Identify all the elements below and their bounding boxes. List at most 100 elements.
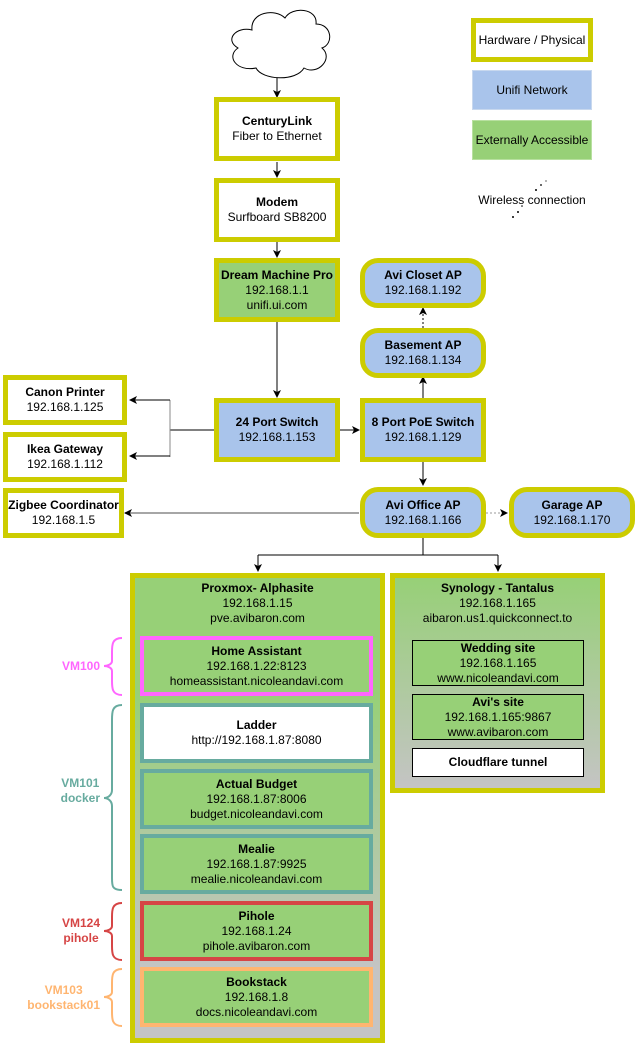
vm-home-assistant[interactable]: Home Assistant 192.168.1.22:8123 homeass… (140, 636, 373, 696)
vm-mealie[interactable]: Mealie 192.168.1.87:9925 mealie.nicolean… (140, 834, 373, 894)
vm-url: http://192.168.1.87:8080 (191, 733, 322, 747)
node-ip: 192.168.1.125 (26, 400, 104, 414)
node-ikea-gateway[interactable]: Ikea Gateway 192.168.1.112 (3, 432, 127, 482)
node-ip: 192.168.1.134 (384, 353, 462, 367)
node-title: Canon Printer (25, 385, 105, 399)
legend-unifi-label: Unifi Network (496, 83, 568, 97)
node-title: CenturyLink (241, 114, 312, 128)
service-cloudflare-tunnel[interactable]: Cloudflare tunnel (412, 748, 584, 777)
node-ip: 192.168.1.15 (222, 596, 293, 610)
node-ip: 192.168.1.166 (384, 512, 462, 527)
vm-ip: 192.168.1.8 (224, 989, 289, 1004)
wireless-legend-icon (512, 180, 547, 218)
cloud-icon (231, 9, 331, 79)
node-modem[interactable]: Modem Surfboard SB8200 (214, 178, 340, 242)
node-title: 24 Port Switch (235, 415, 319, 429)
node-ip: 192.168.1.112 (27, 457, 103, 471)
service-title: Avi's site (472, 694, 524, 709)
legend-wireless-label: Wireless connection (478, 193, 586, 207)
node-title: Garage AP (541, 497, 603, 512)
node-title: Synology - Tantalus (440, 581, 555, 595)
vm-ip: 192.168.1.22:8123 (206, 658, 307, 673)
vm-title: Bookstack (226, 974, 287, 989)
vm-id: VM124 (61, 916, 100, 930)
node-detail: Surfboard SB8200 (227, 210, 327, 224)
node-avi-office-ap[interactable]: Avi Office AP 192.168.1.166 (360, 487, 486, 538)
node-basement-ap[interactable]: Basement AP 192.168.1.134 (360, 328, 486, 378)
node-title: Dream Machine Pro (220, 267, 334, 282)
node-title: Avi Office AP (385, 497, 461, 512)
node-ip: 192.168.1.153 (238, 430, 316, 444)
node-ip: 192.168.1.1 (245, 282, 309, 297)
vm-pihole[interactable]: Pihole 192.168.1.24 pihole.avibaron.com (140, 901, 373, 961)
node-ip: 192.168.1.170 (533, 512, 611, 527)
node-title: Ikea Gateway (26, 442, 104, 456)
node-url: aibaron.us1.quickconnect.to (422, 611, 573, 625)
node-title: Zigbee Coordinator (8, 498, 119, 512)
vm-title: Pihole (238, 908, 275, 923)
service-wedding-site[interactable]: Wedding site 192.168.1.165 www.nicoleand… (412, 640, 584, 686)
node-detail: Fiber to Ethernet (232, 129, 322, 143)
vm-title: Mealie (238, 841, 275, 856)
legend-external-label: Externally Accessible (475, 133, 589, 147)
node-ip: 192.168.1.192 (384, 283, 462, 297)
legend-hardware-label: Hardware / Physical (478, 33, 586, 47)
node-url: pve.avibaron.com (210, 611, 305, 625)
node-avi-closet-ap[interactable]: Avi Closet AP 192.168.1.192 (360, 258, 486, 308)
vm-bookstack[interactable]: Bookstack 192.168.1.8 docs.nicoleandavi.… (140, 967, 373, 1027)
node-centurylink[interactable]: CenturyLink Fiber to Ethernet (214, 97, 340, 161)
node-canon-printer[interactable]: Canon Printer 192.168.1.125 (3, 375, 127, 425)
service-ip: 192.168.1.165 (459, 655, 537, 670)
vm-hostname: bookstack01 (27, 998, 100, 1012)
node-zigbee-coordinator[interactable]: Zigbee Coordinator 192.168.1.5 (3, 488, 124, 538)
vm-hostname: pihole (63, 931, 99, 945)
node-title: Proxmox- Alphasite (201, 581, 314, 595)
vm-id: VM100 (61, 659, 100, 673)
vm103-brace (103, 968, 123, 1027)
vm-url: mealie.nicoleandavi.com (190, 871, 323, 886)
vm-ip: 192.168.1.87:9925 (206, 856, 307, 871)
node-title: 8 Port PoE Switch (371, 415, 475, 429)
vm-url: pihole.avibaron.com (202, 938, 311, 953)
vm100-brace (103, 637, 123, 696)
service-title: Wedding site (460, 640, 536, 655)
legend-unifi: Unifi Network (472, 70, 592, 110)
node-title: Basement AP (384, 338, 462, 352)
vm103-label: VM103 bookstack01 (27, 983, 100, 1013)
vm-url: budget.nicoleandavi.com (190, 806, 323, 821)
node-title: Modem (256, 195, 298, 209)
node-8-port-poe-switch[interactable]: 8 Port PoE Switch 192.168.1.129 (360, 398, 486, 462)
vm-ip: 192.168.1.24 (221, 923, 292, 938)
node-url: unifi.ui.com (246, 297, 308, 312)
vm101-brace (103, 704, 123, 891)
service-ip: 192.168.1.165:9867 (444, 709, 552, 724)
node-ip: 192.168.1.129 (384, 430, 462, 444)
vm-title: Home Assistant (211, 643, 302, 658)
vm-title: Ladder (236, 718, 277, 732)
node-ip: 192.168.1.5 (31, 513, 96, 527)
node-garage-ap[interactable]: Garage AP 192.168.1.170 (509, 487, 635, 538)
vm100-label: VM100 (62, 659, 100, 674)
vm124-brace (103, 902, 123, 961)
vm-id: VM103 (44, 983, 83, 997)
vm-url: docs.nicoleandavi.com (195, 1004, 318, 1019)
service-url: www.avibaron.com (447, 724, 549, 739)
vm-title: Actual Budget (215, 776, 298, 791)
vm124-label: VM124 pihole (62, 916, 100, 946)
vm-url: homeassistant.nicoleandavi.com (169, 673, 344, 688)
node-title: Avi Closet AP (384, 268, 462, 282)
legend-hardware: Hardware / Physical (471, 18, 593, 62)
vm-id: VM101 (61, 776, 100, 790)
service-title: Cloudflare tunnel (448, 755, 548, 769)
vm-hostname: docker (60, 791, 100, 805)
service-url: www.nicoleandavi.com (437, 670, 559, 685)
service-avis-site[interactable]: Avi's site 192.168.1.165:9867 www.avibar… (412, 694, 584, 740)
vm-actual-budget[interactable]: Actual Budget 192.168.1.87:8006 budget.n… (140, 769, 373, 829)
legend-external: Externally Accessible (472, 120, 592, 160)
node-24-port-switch[interactable]: 24 Port Switch 192.168.1.153 (214, 398, 340, 462)
node-ip: 192.168.1.165 (459, 596, 536, 610)
node-dream-machine[interactable]: Dream Machine Pro 192.168.1.1 unifi.ui.c… (214, 258, 340, 322)
vm-ip: 192.168.1.87:8006 (206, 791, 307, 806)
vm-ladder[interactable]: Ladder http://192.168.1.87:8080 (140, 703, 373, 763)
